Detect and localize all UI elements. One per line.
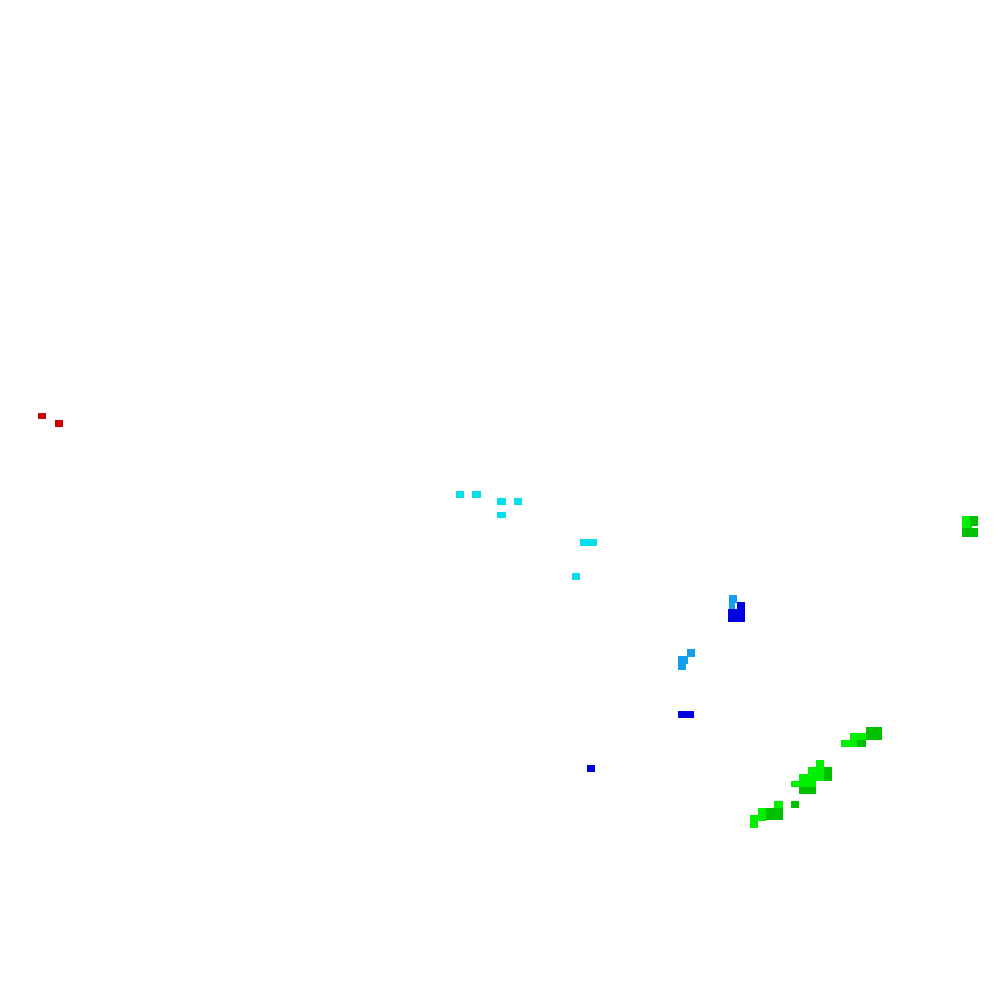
green-pixel (866, 727, 882, 740)
cyan-pixel (514, 498, 522, 505)
green-pixel (799, 774, 824, 781)
green-pixel (970, 516, 978, 526)
green-pixel (816, 760, 824, 768)
green-pixel (750, 815, 766, 821)
sky-blue-pixel (729, 603, 735, 610)
sky-blue-pixel (678, 664, 686, 670)
green-pixel (808, 767, 832, 775)
green-pixel (799, 787, 816, 794)
sky-blue-pixel (678, 656, 688, 664)
green-pixel (962, 528, 978, 537)
cyan-pixel (456, 491, 464, 498)
sky-blue-pixel (729, 595, 737, 603)
red-pixel (38, 413, 46, 419)
green-pixel (962, 516, 972, 528)
cyan-pixel (472, 491, 481, 498)
green-pixel (766, 808, 783, 820)
green-pixel (791, 801, 799, 808)
sky-blue-pixel (687, 649, 695, 657)
cyan-pixel (497, 498, 506, 505)
blue-pixel (587, 765, 595, 772)
green-pixel (824, 767, 832, 781)
green-pixel (841, 740, 858, 747)
red-pixel (55, 420, 63, 427)
blue-pixel (737, 602, 745, 610)
blue-pixel (678, 711, 694, 718)
green-pixel (791, 781, 816, 787)
blue-pixel (728, 609, 745, 622)
cyan-pixel (497, 512, 506, 518)
green-pixel (850, 733, 866, 741)
green-pixel (750, 821, 758, 828)
green-pixel (774, 801, 783, 808)
cyan-pixel (580, 539, 597, 546)
green-pixel (857, 740, 866, 747)
pixel-marks (38, 413, 978, 828)
cyan-pixel (572, 573, 580, 580)
